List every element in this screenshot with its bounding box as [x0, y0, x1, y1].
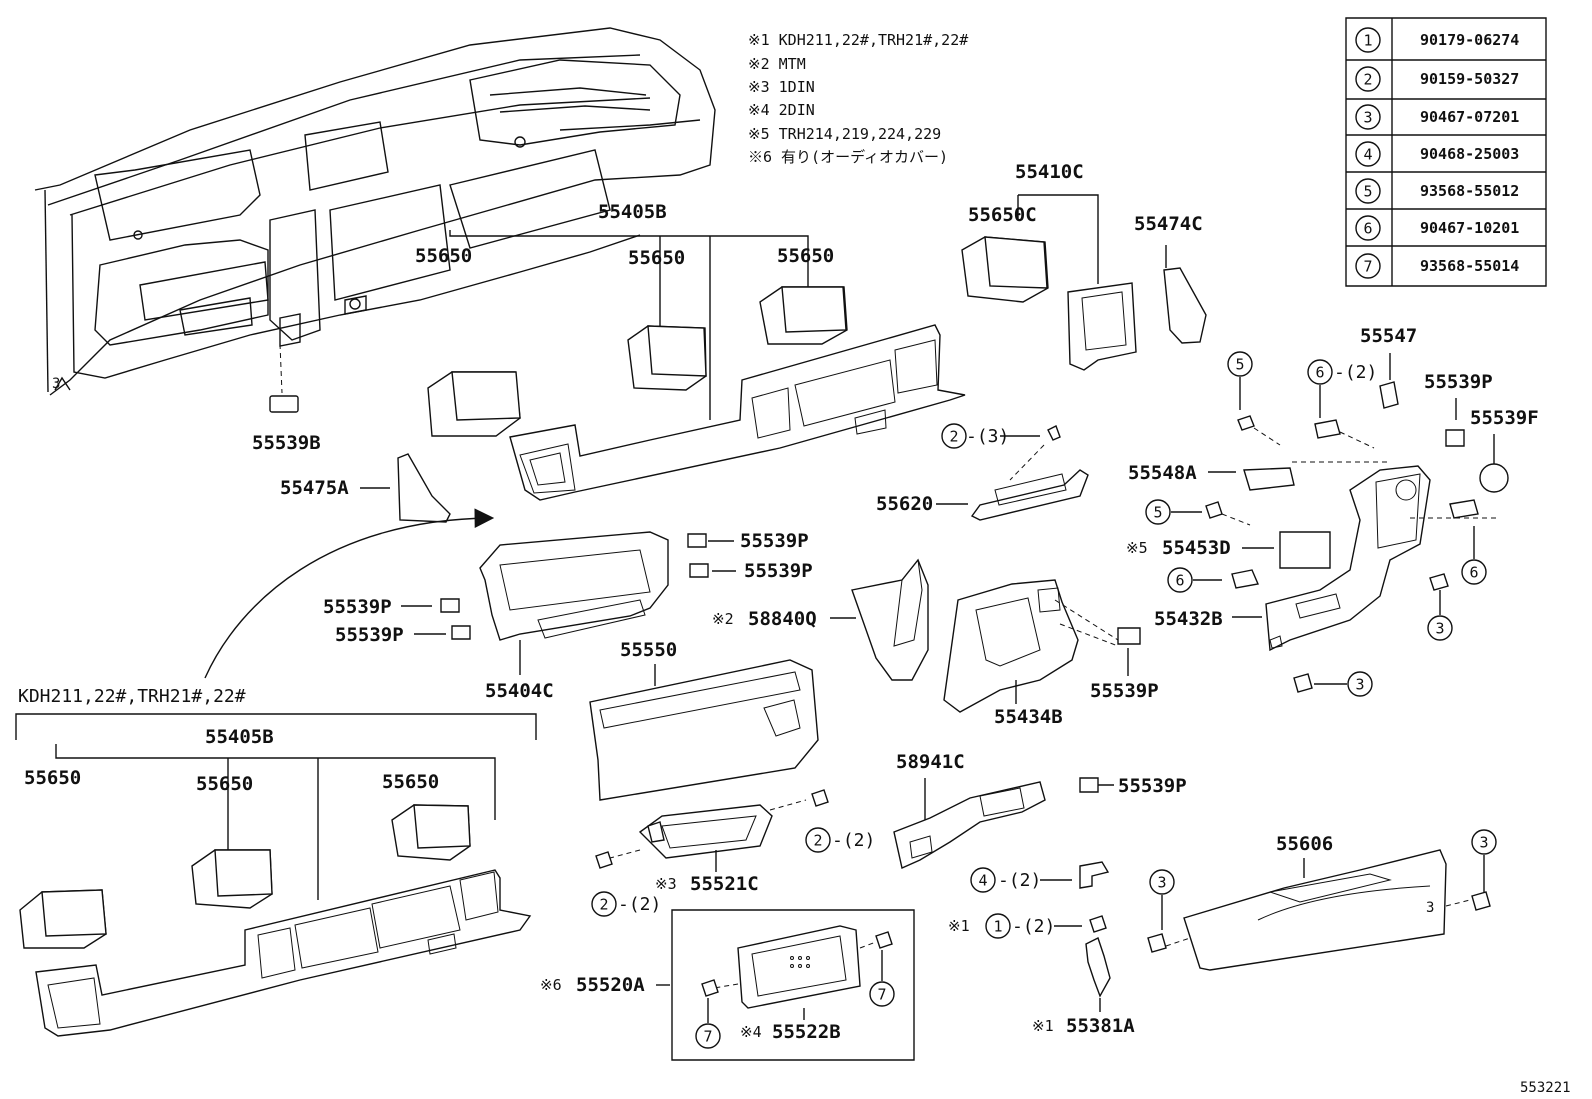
- part-label-55547: 55547: [1360, 325, 1417, 347]
- part-label-55522b: 55522B: [772, 1021, 841, 1043]
- lower-panel-group: KDH211,22#,TRH21#,22# 55405B 55650 55650…: [16, 686, 536, 1036]
- part-label-55550: 55550: [620, 639, 677, 661]
- part-label-55381a: 55381A: [1066, 1015, 1135, 1037]
- note-marker-5: ※5: [1126, 539, 1148, 557]
- part-label-55539p-g: 55539P: [1118, 775, 1187, 797]
- callout-qty2-left: -(2): [618, 894, 661, 915]
- legend-key-2: 2: [1363, 71, 1372, 89]
- note-1: ※1 KDH211,22#,TRH21#,22#: [748, 31, 968, 49]
- callout-7-left: 7: [703, 1028, 712, 1046]
- notes-block: ※1 KDH211,22#,TRH21#,22# ※2 MTM ※3 1DIN …: [748, 31, 968, 166]
- part-label-55606: 55606: [1276, 833, 1333, 855]
- part-label-58840q: 58840Q: [748, 608, 817, 630]
- dashboard-small-three: 3: [52, 376, 60, 392]
- legend-part-6: 90467-10201: [1420, 219, 1519, 237]
- part-label-55539p-d: 55539P: [335, 624, 404, 646]
- part-label-55432b: 55432B: [1154, 608, 1223, 630]
- left-small-parts: 55539B 55475A 55404C 55539P 55539P 55539…: [205, 432, 813, 702]
- bottom-parts: ※3 55521C 2 -(2) 2 -(2) ※4 55522B 7 7: [540, 751, 1571, 1096]
- part-label-55650-c: 55650: [777, 245, 834, 267]
- part-label-55650-b: 55650: [628, 247, 685, 269]
- callout-1: 1: [993, 918, 1002, 936]
- note-marker-3: ※3: [655, 875, 677, 893]
- callout-3-bottom-right: 3: [1479, 834, 1488, 852]
- part-label-55650c: 55650C: [968, 204, 1037, 226]
- right-cluster: 55547 5 6 -(2) 55539P 55539F 55548A 5 ※5…: [1126, 325, 1539, 696]
- callout-qty2-right: -(2): [832, 830, 875, 851]
- note-6: ※6 有り(オーディオカバー): [748, 148, 948, 166]
- part-label-55539p-b: 55539P: [744, 560, 813, 582]
- note-marker-4: ※4: [740, 1023, 762, 1041]
- part-label-55650-a: 55650: [415, 245, 472, 267]
- legend-part-1: 90179-06274: [1420, 31, 1519, 49]
- legend-part-4: 90468-25003: [1420, 145, 1519, 163]
- callout-3-right-mid: 3: [1435, 620, 1444, 638]
- small-three-bottom: 3: [1426, 900, 1434, 916]
- legend-table: 1 90179-06274 2 90159-50327 3 90467-0720…: [1346, 18, 1546, 286]
- middle-parts: 2 -(3) 55620 ※2 58840Q 55550 55434B 5553…: [590, 424, 1159, 800]
- callout-qty3: -(3): [966, 426, 1009, 447]
- part-label-55410c: 55410C: [1015, 161, 1084, 183]
- part-label-55539p-f: 55539P: [1424, 371, 1493, 393]
- part-label-55434b: 55434B: [994, 706, 1063, 728]
- callout-6-upper: 6: [1315, 364, 1324, 382]
- callout-qty2-upper: -(2): [1334, 362, 1377, 383]
- part-label-55650-f: 55650: [382, 771, 439, 793]
- part-label-55650-d: 55650: [24, 767, 81, 789]
- legend-key-6: 6: [1363, 220, 1372, 238]
- callout-5-upper: 5: [1235, 356, 1244, 374]
- part-label-55474c: 55474C: [1134, 213, 1203, 235]
- part-label-55405b-bottom: 55405B: [205, 726, 274, 748]
- callout-3-right-low: 3: [1355, 676, 1364, 694]
- note-marker-1-upper: ※1: [948, 917, 970, 935]
- legend-part-3: 90467-07201: [1420, 108, 1519, 126]
- dashboard-assembly-drawing: 3: [35, 28, 715, 412]
- note-5: ※5 TRH214,219,224,229: [748, 125, 941, 143]
- note-marker-6: ※6: [540, 976, 562, 994]
- note-4: ※4 2DIN: [748, 101, 815, 119]
- part-label-55475a: 55475A: [280, 477, 349, 499]
- part-label-55520a: 55520A: [576, 974, 645, 996]
- part-label-55650-e: 55650: [196, 773, 253, 795]
- callout-3-bottom-left: 3: [1157, 874, 1166, 892]
- legend-key-1: 1: [1363, 32, 1372, 50]
- variant-title: KDH211,22#,TRH21#,22#: [18, 686, 246, 707]
- callout-2-right: 2: [813, 832, 822, 850]
- callout-4: 4: [978, 872, 987, 890]
- callout-5-lower: 5: [1153, 504, 1162, 522]
- note-marker-1-lower: ※1: [1032, 1017, 1054, 1035]
- part-label-55539p-a: 55539P: [740, 530, 809, 552]
- legend-key-3: 3: [1363, 109, 1372, 127]
- part-label-55548a: 55548A: [1128, 462, 1197, 484]
- part-label-55539b: 55539B: [252, 432, 321, 454]
- part-label-58941c: 58941C: [896, 751, 965, 773]
- callout-6-lower-left: 6: [1175, 572, 1184, 590]
- legend-part-7: 93568-55014: [1420, 257, 1519, 275]
- legend-key-5: 5: [1363, 183, 1372, 201]
- callout-qty2-1: -(2): [1012, 916, 1055, 937]
- legend-key-7: 7: [1363, 258, 1372, 276]
- note-2: ※2 MTM: [748, 55, 806, 73]
- part-label-55453d: 55453D: [1162, 537, 1231, 559]
- diagram-id: 553221: [1520, 1080, 1571, 1096]
- callout-7-right: 7: [877, 986, 886, 1004]
- legend-part-2: 90159-50327: [1420, 70, 1519, 88]
- part-label-55539f: 55539F: [1470, 407, 1539, 429]
- part-label-55539p-e: 55539P: [1090, 680, 1159, 702]
- note-3: ※3 1DIN: [748, 78, 815, 96]
- upper-panel-group: 55405B 55650 55650 55650 55410C 55650C 5…: [415, 161, 1206, 500]
- callout-2-upper: 2: [949, 428, 958, 446]
- note-marker-2: ※2: [712, 610, 734, 628]
- callout-2-left: 2: [599, 896, 608, 914]
- callout-6-right: 6: [1469, 564, 1478, 582]
- part-label-55405b-top: 55405B: [598, 201, 667, 223]
- part-label-55404c: 55404C: [485, 680, 554, 702]
- part-label-55620: 55620: [876, 493, 933, 515]
- callout-qty2-4: -(2): [998, 870, 1041, 891]
- legend-part-5: 93568-55012: [1420, 182, 1519, 200]
- part-label-55521c: 55521C: [690, 873, 759, 895]
- part-label-55539p-c: 55539P: [323, 596, 392, 618]
- legend-key-4: 4: [1363, 146, 1372, 164]
